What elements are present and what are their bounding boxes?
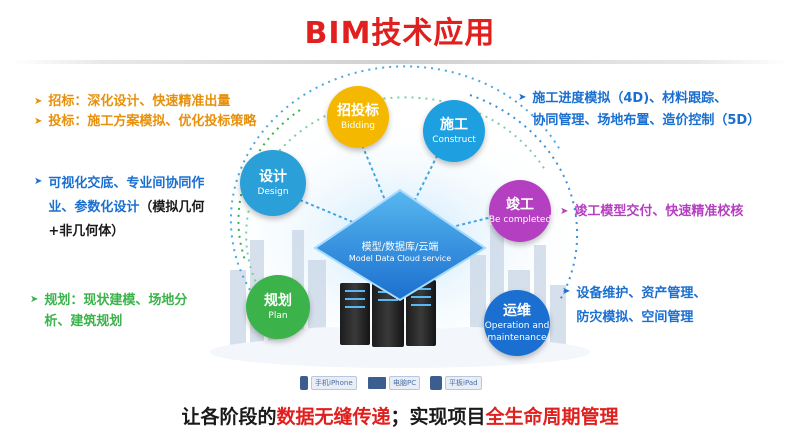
node-design-en: Design [257, 186, 289, 197]
device-pc: 电脑PC [368, 374, 421, 392]
note-operation: ➤ 设备维护、资产管理、 ➤防灾模拟、空间管理 [562, 282, 706, 330]
note-complete: ➤ 竣工模型交付、快速精准校核 [560, 202, 743, 222]
node-plan-en: Plan [268, 310, 288, 321]
phone-icon [300, 376, 308, 390]
node-design: 设计 Design [240, 150, 306, 216]
note-operation-row-1: ➤ 设备维护、资产管理、 [562, 282, 706, 306]
note-construct: ➤ 施工进度模拟（4D)、材料跟踪、 ➤协同管理、场地布置、造价控制（5D） [518, 88, 760, 132]
slogan-highlight-1: 数据无缝传递 [276, 406, 391, 428]
note-operation-row-2: ➤防灾模拟、空间管理 [562, 306, 706, 330]
center-label-en: Model Data Cloud service [348, 254, 452, 263]
note-design-row-3: ➤+非几何体） [34, 220, 204, 244]
note-construct-row-1: ➤ 施工进度模拟（4D)、材料跟踪、 [518, 88, 760, 110]
note-bidding-line-1: 招标：深化设计、快速精准出量 [48, 94, 231, 109]
node-complete: 竣工 Be completed [489, 180, 551, 242]
node-construct-en: Construct [432, 134, 476, 145]
device-phone-label: 手机iPhone [311, 376, 357, 390]
note-bidding-row-1: ➤ 招标：深化设计、快速精准出量 [34, 92, 256, 112]
note-bidding: ➤ 招标：深化设计、快速精准出量 ➤ 投标：施工方案模拟、优化投标策略 [34, 92, 256, 132]
device-pad-label: 平板iPad [445, 376, 482, 390]
note-construct-line-2: 协同管理、场地布置、造价控制（5D） [532, 113, 761, 128]
note-plan-line-1: 规划：现状建模、场地分 [44, 293, 188, 308]
chevron-right-icon: ➤ [562, 286, 571, 297]
bottom-slogan: 让各阶段的数据无缝传递；实现项目全生命周期管理 [0, 402, 800, 429]
note-design-line-3: +非几何体） [48, 224, 125, 239]
chevron-right-icon: ➤ [34, 176, 43, 187]
node-operation-zh: 运维 [503, 302, 531, 319]
signal-lines [299, 139, 501, 231]
note-design-line-1: 可视化交底、专业间协同作 [48, 176, 205, 191]
node-complete-en: Be completed [489, 214, 551, 225]
chevron-right-icon: ➤ [34, 96, 43, 107]
node-plan: 规划 Plan [246, 275, 310, 339]
slogan-part-3: ；实现项目 [390, 406, 486, 428]
note-construct-line-1: 施工进度模拟（4D)、材料跟踪、 [532, 91, 728, 106]
note-operation-line-2: 防灾模拟、空间管理 [576, 310, 694, 325]
note-complete-line-1: 竣工模型交付、快速精准校核 [574, 204, 744, 219]
note-complete-row-1: ➤ 竣工模型交付、快速精准校核 [560, 202, 743, 222]
device-pad: 平板iPad [430, 374, 482, 392]
note-design-line-2a: 业、参数化设计 [48, 200, 140, 215]
note-design-row-2: ➤业、参数化设计（模拟几何 [34, 196, 204, 220]
tablet-icon [430, 376, 442, 390]
note-plan-line-2: 析、建筑规划 [44, 314, 123, 329]
node-plan-zh: 规划 [264, 292, 292, 309]
center-label-zh: 模型/数据库/云端 [361, 242, 439, 253]
node-bidding: 招投标 Bidding [327, 86, 389, 148]
note-plan: ➤ 规划：现状建模、场地分 ➤析、建筑规划 [30, 290, 187, 332]
chevron-right-icon: ➤ [34, 116, 43, 127]
slogan-highlight-2: 全生命周期管理 [485, 406, 619, 428]
note-bidding-line-2: 投标：施工方案模拟、优化投标策略 [48, 114, 257, 129]
node-operation-en: Operation and maintenance [484, 320, 550, 343]
chevron-right-icon: ➤ [30, 294, 39, 305]
center-diamond [313, 188, 487, 302]
node-complete-zh: 竣工 [506, 196, 534, 213]
note-construct-row-2: ➤协同管理、场地布置、造价控制（5D） [518, 110, 760, 132]
note-bidding-row-2: ➤ 投标：施工方案模拟、优化投标策略 [34, 112, 256, 132]
note-design-row-1: ➤ 可视化交底、专业间协同作 [34, 172, 204, 196]
note-plan-row-2: ➤析、建筑规划 [30, 311, 187, 332]
chevron-right-icon: ➤ [560, 206, 569, 217]
note-operation-line-1: 设备维护、资产管理、 [576, 286, 707, 301]
chevron-right-icon: ➤ [518, 92, 527, 103]
device-phone: 手机iPhone [300, 374, 357, 392]
title-divider [10, 60, 790, 64]
note-plan-row-1: ➤ 规划：现状建模、场地分 [30, 290, 187, 311]
node-construct-zh: 施工 [440, 116, 468, 133]
node-design-zh: 设计 [259, 168, 287, 185]
note-design: ➤ 可视化交底、专业间协同作 ➤业、参数化设计（模拟几何 ➤+非几何体） [34, 172, 204, 244]
slogan-part-1: 让各阶段的 [181, 406, 277, 428]
note-design-line-2b: （模拟几何 [139, 200, 205, 215]
node-bidding-zh: 招投标 [337, 102, 379, 119]
page-title: BIM技术应用 [304, 16, 496, 51]
node-operation: 运维 Operation and maintenance [484, 290, 550, 356]
device-pc-label: 电脑PC [389, 376, 421, 390]
node-construct: 施工 Construct [423, 100, 485, 162]
node-bidding-en: Bidding [340, 120, 376, 131]
pc-icon [368, 377, 386, 389]
